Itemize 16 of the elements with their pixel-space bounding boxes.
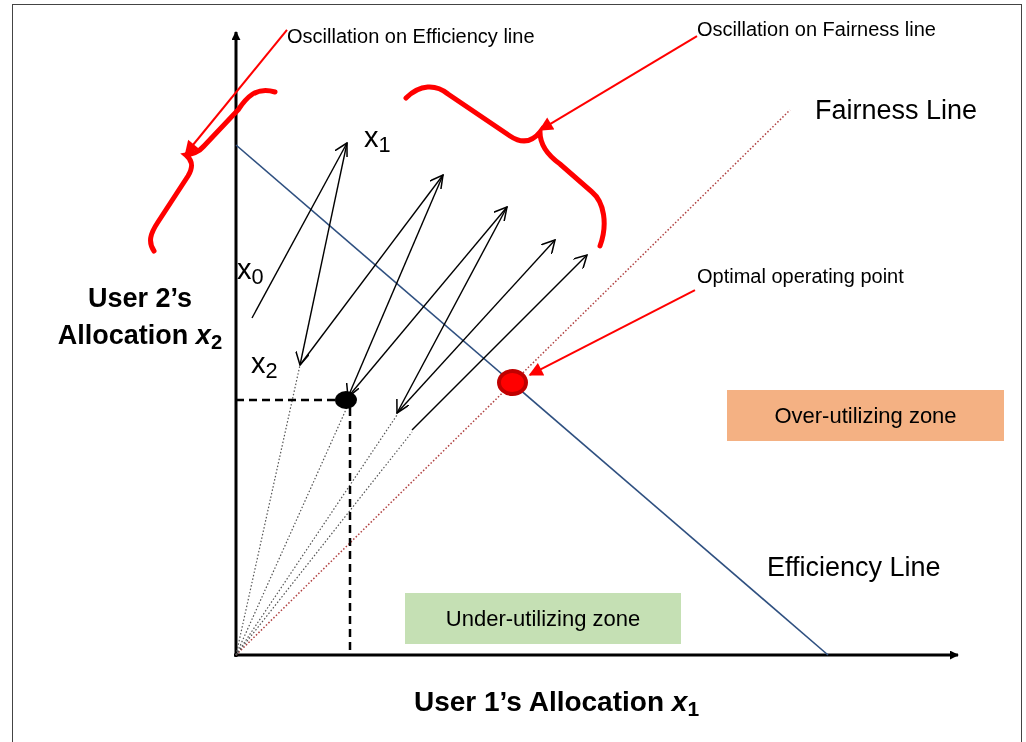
zone-box: Under-utilizing zone xyxy=(405,593,681,644)
callout-text: Oscillation on Fairness line xyxy=(697,13,1022,45)
axis-label: User 2’s Allocation x$_{2}$ xyxy=(56,282,224,354)
axis-label: User 1’s Allocation x$_{1}$ xyxy=(414,685,701,723)
leader-arrow xyxy=(528,289,696,376)
axis-label: Fairness Line xyxy=(815,94,979,127)
optimal-point-marker xyxy=(497,369,528,396)
curly-brace xyxy=(146,86,278,256)
axis-label: Efficiency Line xyxy=(767,551,942,584)
zone-box: Over-utilizing zone xyxy=(727,390,1004,441)
axis-label: x$_{0}$ xyxy=(237,252,265,292)
leader-arrow xyxy=(184,28,288,156)
axis-label: x$_{2}$ xyxy=(251,346,279,386)
callout-text: Oscillation on Efficiency line xyxy=(287,20,627,52)
callout-text: Optimal operating point xyxy=(697,260,987,292)
axis-label: x$_{1}$ xyxy=(364,120,392,160)
